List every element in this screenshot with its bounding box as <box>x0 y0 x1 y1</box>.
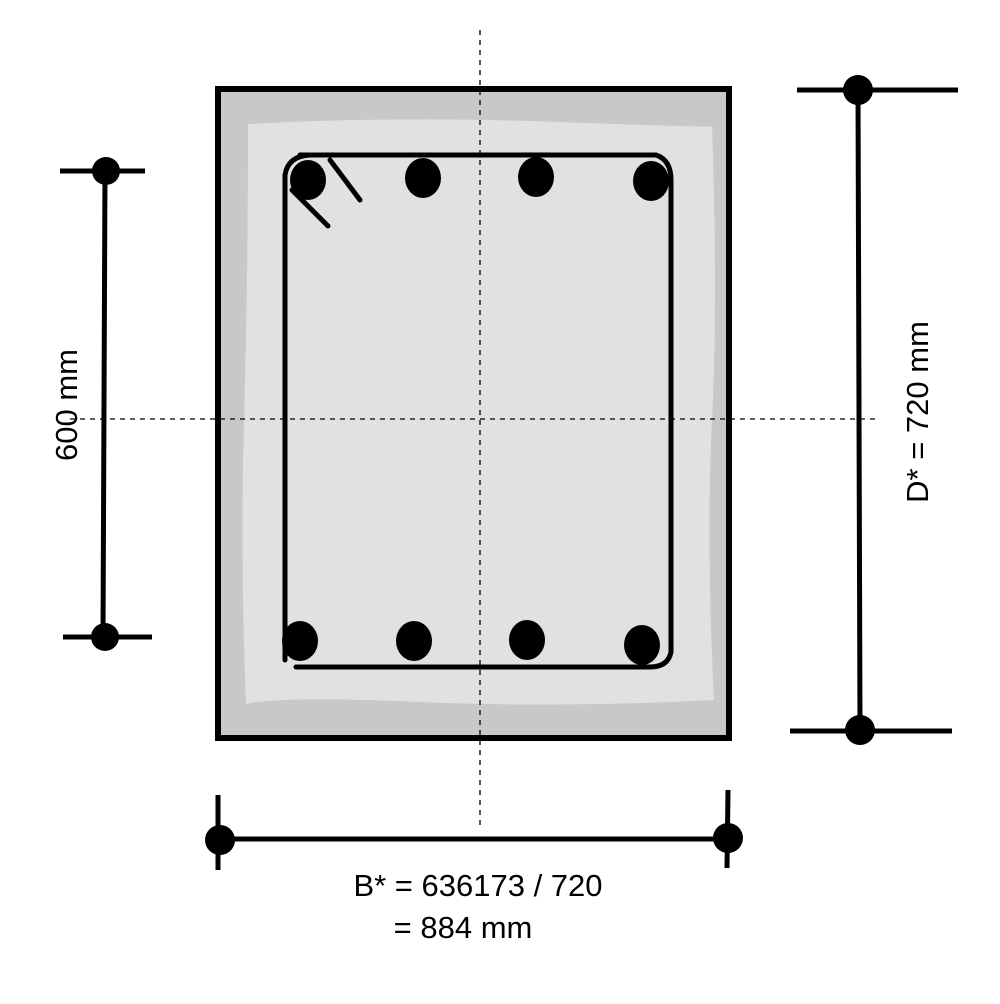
rebar <box>290 160 326 200</box>
breadth-label-line2: = 884 mm <box>394 910 533 945</box>
rebar <box>518 157 554 197</box>
depth-dimension-label: D* = 720 mm <box>900 321 935 503</box>
concrete-core <box>242 119 715 705</box>
rebar <box>633 161 669 201</box>
section-outline <box>215 86 732 741</box>
depth-dimension <box>790 75 958 745</box>
height-dimension <box>60 157 152 651</box>
rebar <box>396 621 432 661</box>
rebar <box>509 620 545 660</box>
breadth-label-line1: B* = 636173 / 720 <box>353 868 602 903</box>
rebar <box>405 158 441 198</box>
rebar <box>624 625 660 665</box>
height-dimension-label: 600 mm <box>49 349 84 461</box>
center-axes <box>70 30 880 825</box>
bottom-rebars <box>282 620 660 665</box>
top-rebars <box>290 157 669 201</box>
rebar <box>282 621 318 661</box>
breadth-dimension <box>205 789 743 870</box>
